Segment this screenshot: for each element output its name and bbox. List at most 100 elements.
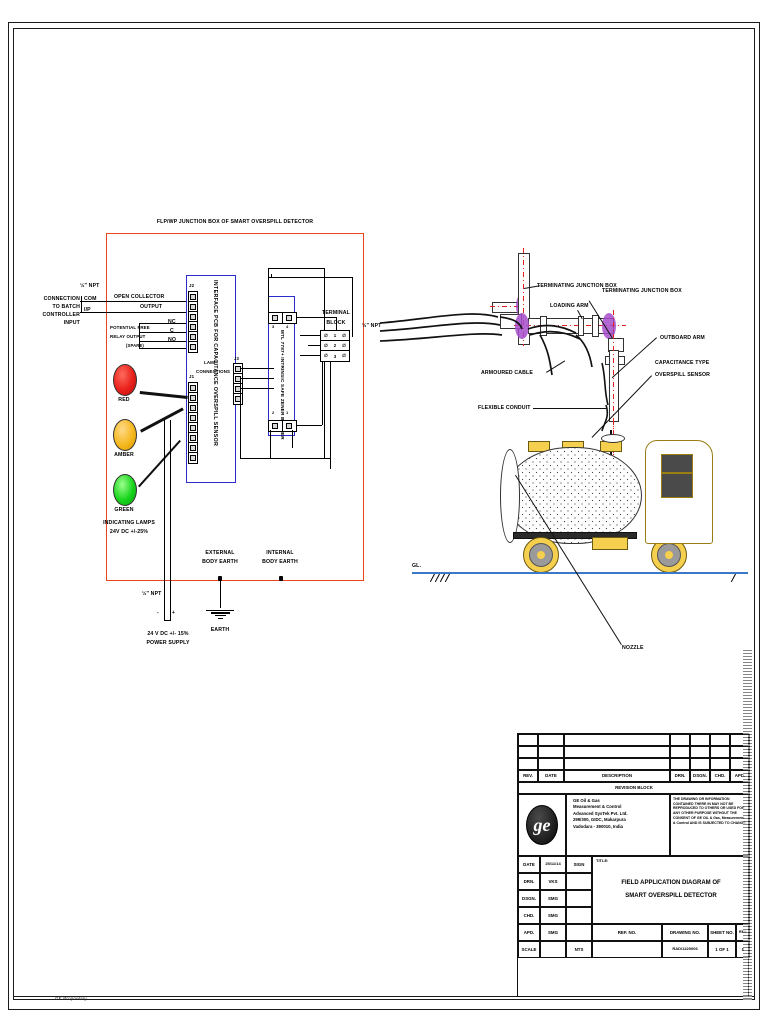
row-sign-dsgn[interactable] <box>566 890 592 907</box>
label-terminating-jb-2: TERMINATING JUNCTION BOX <box>602 288 682 294</box>
row-sign-apd[interactable] <box>566 924 592 941</box>
connector-j1-label: J1 <box>189 374 195 379</box>
sheet-no-value: 1 OF 1 <box>708 941 736 958</box>
cab-window <box>661 454 693 498</box>
row-sign-chd[interactable] <box>566 907 592 924</box>
rev-row-blank-1-desc <box>564 734 670 746</box>
loading-arm-flange-left <box>515 313 529 339</box>
rev-row-blank-3-desc <box>564 758 670 770</box>
terminal-block[interactable]: ∅1∅ ∅2∅ ∅3∅ <box>320 330 350 362</box>
label-spare: (SPARE) <box>126 343 144 348</box>
barrier-top-terminals[interactable] <box>268 312 297 324</box>
connector-j2-label: J2 <box>189 283 195 288</box>
row-label-dsgn: DSGN. <box>518 890 540 907</box>
loading-arm-flange-right <box>602 313 616 339</box>
label-internal-earth-1: INTERNAL <box>266 550 294 556</box>
label-nc: NC <box>168 319 176 325</box>
wire-spare <box>140 348 186 349</box>
rev-row-blank-1-date <box>538 734 564 746</box>
label-capacitance-sensor-1: CAPACITANCE TYPE <box>655 360 710 366</box>
wire-no <box>140 341 186 342</box>
drawing-no-header: DRAWING NO. <box>662 924 708 941</box>
edge-band-pattern <box>743 650 752 1000</box>
rev-row-blank-2-rev <box>518 746 538 758</box>
tb-wire-1 <box>300 335 320 336</box>
row-value-chd: SMG <box>540 907 566 924</box>
label-external-earth-2: BODY EARTH <box>202 559 238 565</box>
label-power-supply-1: 24 V DC +/- 15% <box>147 631 189 637</box>
label-connection-line2: TO BATCH <box>52 304 80 310</box>
loading-arm-collar-3 <box>592 315 599 337</box>
row-sign-header: SIGN <box>566 856 592 873</box>
ps-conduit-right <box>170 420 171 620</box>
label-ps-minus: - <box>157 610 159 616</box>
label-ps-plus: + <box>172 610 176 616</box>
terminal-row-2-number: 2 <box>333 343 337 348</box>
label-npt-top: ½" NPT <box>80 283 100 289</box>
label-connection-line1: CONNECTION <box>43 296 80 302</box>
external-earth-node <box>218 576 222 581</box>
label-lamp-amber: AMBER <box>114 452 134 458</box>
barrier-wire-1 <box>296 425 322 426</box>
outboard-centerline <box>613 310 614 455</box>
tb-wire-2 <box>308 345 320 346</box>
j3-wire-3 <box>240 388 274 389</box>
terminal-row-1-number: 1 <box>333 333 337 338</box>
mtl-barrier-label: MTL 7787+ INTRINSIC SAFE ZENER BARRIER <box>280 330 285 440</box>
revision-block-title: REVISION BLOCK <box>518 782 750 794</box>
footer-proprietary-note: GE Proprietary <box>55 996 87 1001</box>
relay-bracket <box>139 323 140 349</box>
sheet-footer-rule <box>13 996 755 997</box>
label-ip: I/P <box>84 307 91 313</box>
sheet-edge-band <box>742 650 754 1000</box>
rev-row-blank-3-drn <box>670 758 690 770</box>
label-open-collector: OPEN COLLECTOR <box>114 294 165 300</box>
barrier-wire-2-down <box>270 430 271 458</box>
connector-j3[interactable] <box>233 363 243 405</box>
interface-pcb-label: INTERFACE PCB FOR CAPACITANCE OVERSPILL … <box>212 280 218 447</box>
label-nozzle: NOZZLE <box>622 645 644 651</box>
label-npt-right: ½" NPT <box>362 323 382 329</box>
label-indicating-lamps-2: 24V DC +/-25% <box>109 529 149 535</box>
rev-row-blank-1-chd <box>710 734 730 746</box>
label-com: COM <box>84 296 97 302</box>
row-label-apd: APD. <box>518 924 540 941</box>
row-sign-drn[interactable] <box>566 873 592 890</box>
label-indicating-lamps-1: INDICATING LAMPS <box>103 520 155 526</box>
connector-j1[interactable] <box>188 382 198 464</box>
truck-cab <box>645 440 713 544</box>
label-terminating-jb-1: TERMINATING JUNCTION BOX <box>537 283 617 289</box>
barrier-wire-top-right <box>352 277 353 337</box>
rev-row-blank-2-drn <box>670 746 690 758</box>
terminal-row-2: ∅2∅ <box>321 341 349 351</box>
indicator-lamp-amber <box>113 419 137 451</box>
rev-row-blank-1-drn <box>670 734 690 746</box>
row-value-dsgn: SMG <box>540 890 566 907</box>
barrier-wire-j3-left <box>240 380 241 458</box>
label-relay-output: RELAY OUTPUT <box>110 334 146 339</box>
upper-pipe-centerline <box>490 306 530 307</box>
row-label-date: DATE <box>518 856 540 873</box>
drawing-title-cell: TITLE: FIELD APPLICATION DIAGRAM OF SMAR… <box>592 856 750 924</box>
mtl-frame-left <box>268 268 269 278</box>
barrier-pin-3: 3 <box>272 324 275 329</box>
indicator-lamp-red <box>113 364 137 396</box>
label-lamp-connections-1: LAMP <box>204 360 218 365</box>
connector-j2[interactable] <box>188 291 198 353</box>
barrier-pin-4: 4 <box>286 324 289 329</box>
internal-earth-riser <box>330 347 331 469</box>
sheet-inner-border <box>13 28 755 1000</box>
barrier-wire-1b-down <box>292 430 293 448</box>
rev-header-drn: DRN. <box>670 770 690 782</box>
rev-header-date: DATE <box>538 770 564 782</box>
label-c: C <box>170 328 174 334</box>
tank-liquid-hatch <box>505 448 641 543</box>
label-no: NO <box>168 337 177 343</box>
label-armoured-cable: ARMOURED CABLE <box>481 370 533 376</box>
row-value-drn: VKS <box>540 873 566 890</box>
wire-nc <box>140 323 186 324</box>
ps-conduit-bottom <box>164 620 171 621</box>
label-power-supply-2: POWER SUPPLY <box>146 640 190 646</box>
barrier-bottom-terminals[interactable] <box>268 420 297 432</box>
